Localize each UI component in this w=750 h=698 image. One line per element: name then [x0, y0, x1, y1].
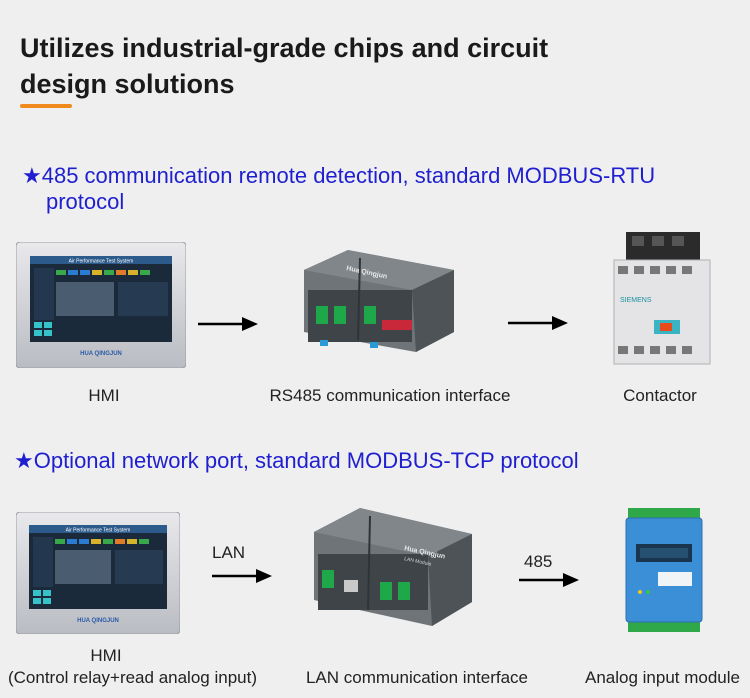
page-title: Utilizes industrial-grade chips and circ…	[20, 30, 640, 102]
hmi-image-1: Air Performance Test System HUA QINGJUN	[16, 242, 186, 368]
hmi2-screen-title: Air Performance Test System	[66, 528, 131, 534]
hmi-image-2: Air Performance Test System HUA QINGJUN	[16, 512, 180, 634]
arrow-lan-to-analog	[519, 570, 579, 590]
caption-hmi-1: HMI	[88, 386, 120, 405]
title-underline	[20, 104, 72, 108]
lan-module-sub-label: LAN Module	[404, 556, 432, 568]
arrow-hmi-to-interface	[198, 314, 258, 334]
arrow-hmi-to-lan	[212, 566, 272, 586]
analog-input-module-image	[618, 500, 708, 640]
feature-485-line1: ★485 communication remote detection, sta…	[22, 163, 656, 188]
caption-contactor: Contactor	[623, 386, 697, 405]
contactor-image: SIEMENS	[604, 230, 724, 370]
arrow-label-lan: LAN	[212, 543, 246, 562]
arrow-interface-to-contactor	[508, 313, 568, 333]
lan-module-image: Hua Qingjun LAN Module	[300, 498, 480, 638]
caption-rs485-interface: RS485 communication interface	[269, 386, 511, 405]
feature-network-port: ★Optional network port, standard MODBUS-…	[14, 448, 579, 473]
contactor-brand-label: SIEMENS	[620, 297, 652, 304]
page-title-line2: design solutions	[20, 69, 235, 99]
hmi2-brand-label: HUA QINGJUN	[77, 618, 119, 624]
rs485-module-image: Hua Qingjun	[286, 240, 461, 360]
caption-lan-interface: LAN communication interface	[305, 668, 529, 687]
caption-hmi-2-sub: (Control relay+read analog input)	[7, 668, 257, 687]
feature-485-line2: protocol	[46, 189, 125, 214]
page-title-line1: Utilizes industrial-grade chips and circ…	[20, 33, 549, 63]
caption-hmi-2: HMI	[90, 646, 122, 665]
hmi-screen-title: Air Performance Test System	[69, 259, 134, 265]
hmi-brand-label: HUA QINGJUN	[80, 351, 122, 357]
arrow-label-485: 485	[524, 552, 553, 571]
caption-analog-input-module: Analog input module	[584, 668, 740, 687]
